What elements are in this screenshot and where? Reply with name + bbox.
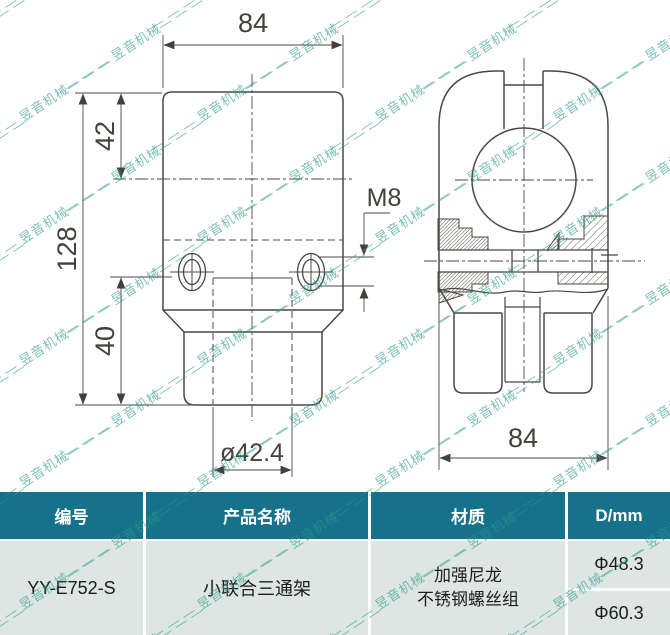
- extension-lines: [75, 35, 374, 477]
- dim-40: 40: [90, 326, 120, 356]
- dim-128: 128: [52, 226, 82, 271]
- front-view: [75, 35, 390, 477]
- bolt-hole-right: [289, 252, 333, 292]
- leg-slants: [438, 287, 609, 314]
- front-centerlines: [113, 74, 353, 421]
- col-header-diameter: D/mm: [568, 492, 670, 539]
- col-header-product-name: 产品名称: [146, 492, 368, 539]
- side-extension-lines: [438, 296, 609, 470]
- bolt-hole-left: [170, 252, 214, 292]
- bolt-shaft: [438, 248, 618, 273]
- material-line-1: 加强尼龙: [434, 566, 502, 585]
- break-line: [438, 287, 609, 294]
- front-body-outline: [162, 91, 344, 311]
- section-hatching: [437, 215, 609, 304]
- material-line-2: 不锈钢螺丝组: [417, 590, 519, 609]
- side-view: [424, 58, 645, 470]
- dim-84-top: 84: [238, 8, 268, 38]
- center-web: [504, 297, 541, 383]
- cell-diameter-1: Φ48.3: [568, 541, 670, 588]
- front-cylinder: [183, 331, 323, 406]
- front-neck-slants: [162, 309, 344, 333]
- spec-table: 编号 产品名称 材质 D/mm YY-E752-S 小联合三通架 加强尼龙 不锈…: [0, 492, 670, 635]
- side-centerlines: [424, 58, 645, 392]
- dim-bore: ø42.4: [220, 439, 284, 467]
- cell-material: 加强尼龙 不锈钢螺丝组: [371, 541, 565, 635]
- dim-84-bottom: 84: [508, 423, 538, 453]
- dim-m8: M8: [367, 184, 402, 212]
- col-header-material: 材质: [371, 492, 565, 539]
- col-header-code: 编号: [0, 492, 143, 539]
- dim-42: 42: [90, 121, 120, 151]
- cell-code: YY-E752-S: [0, 541, 143, 635]
- technical-drawing: 84 42 128 40 M8 ø42.4: [52, 8, 645, 477]
- dome-outline: [438, 70, 609, 288]
- cell-diameter-group: Φ48.3 Φ60.3: [568, 541, 670, 635]
- cell-product-name: 小联合三通架: [146, 541, 368, 635]
- top-slot: [503, 71, 544, 129]
- hidden-lines: [163, 239, 343, 404]
- cell-diameter-2: Φ60.3: [568, 591, 670, 635]
- leg-left: [453, 312, 503, 394]
- leg-right: [543, 312, 593, 394]
